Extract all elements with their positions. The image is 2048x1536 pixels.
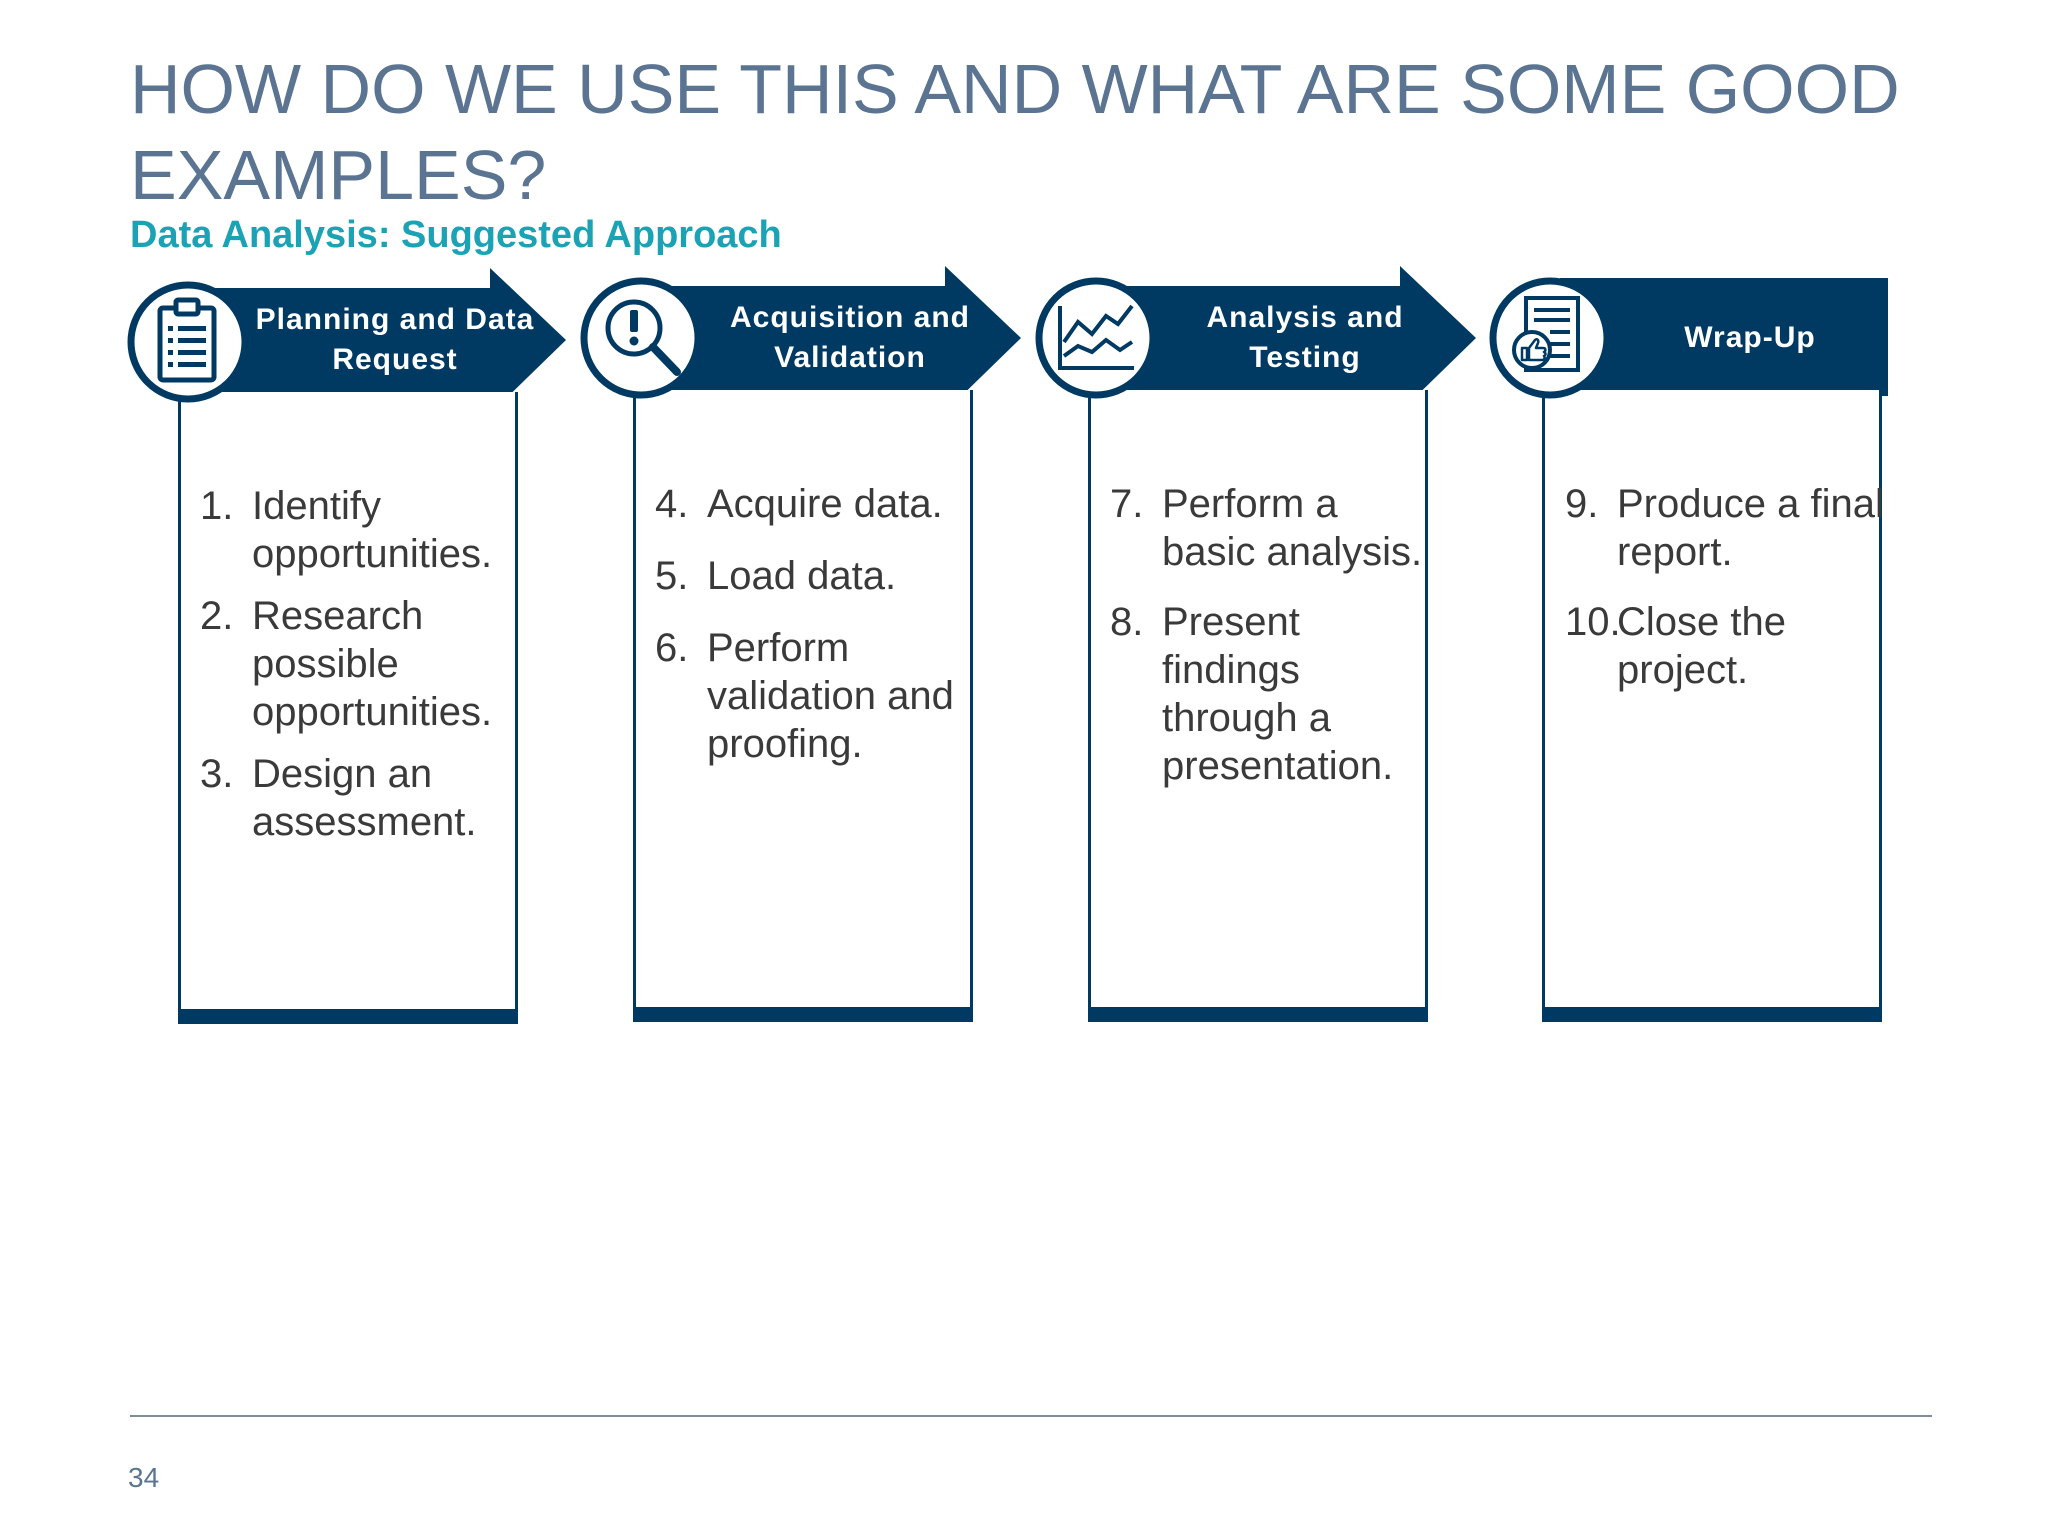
phase-arrow [655,266,1021,412]
list-item: 7.Perform a basic analysis. [1110,482,1423,574]
step-list: 7.Perform a basic analysis. 8.Present fi… [1110,480,1440,804]
phase-label: Wrap-Up [1684,321,1816,354]
list-item: 6.Perform validation and proofing. [655,626,954,766]
magnifier-alert-icon [580,277,702,399]
step-list: 9.Produce a final report. 10.Close the p… [1565,480,1895,708]
phase-card [178,392,518,1024]
phase-label: Analysis and Testing [1206,301,1404,374]
clipboard-icon [127,281,249,403]
list-item: 3.Design an assessment. [200,752,477,844]
page-number: 34 [128,1462,160,1493]
list-item: 10.Close the project. [1565,600,1786,692]
line-chart-icon [1035,277,1157,399]
phase-card [633,390,973,1022]
list-item: 2.Research possible opportunities. [200,594,493,734]
footer-divider [130,1415,1932,1417]
list-item: 4.Acquire data. [655,482,943,526]
phase-arrow [1110,266,1476,412]
phase-banner [1560,278,1888,396]
list-item: 1.Identify opportunities. [200,484,493,576]
page-title: HOW DO WE USE THIS AND WHAT ARE SOME GOO… [130,50,1900,214]
step-list: 1.Identify opportunities. 2.Research pos… [200,482,520,860]
phase-card [1542,390,1882,1022]
phase-label: Planning and Data Request [255,303,535,376]
step-list: 4.Acquire data. 5.Load data. 6.Perform v… [655,480,985,782]
phase-label: Acquisition and Validation [730,301,970,374]
list-item: 8.Present findings through a presentatio… [1110,600,1394,788]
phase-card [1088,390,1428,1022]
report-thumbs-up-icon [1489,277,1611,399]
list-item: 5.Load data. [655,554,897,598]
phase-arrow [200,268,566,414]
list-item: 9.Produce a final report. [1565,482,1884,574]
page-subtitle: Data Analysis: Suggested Approach [130,214,782,256]
